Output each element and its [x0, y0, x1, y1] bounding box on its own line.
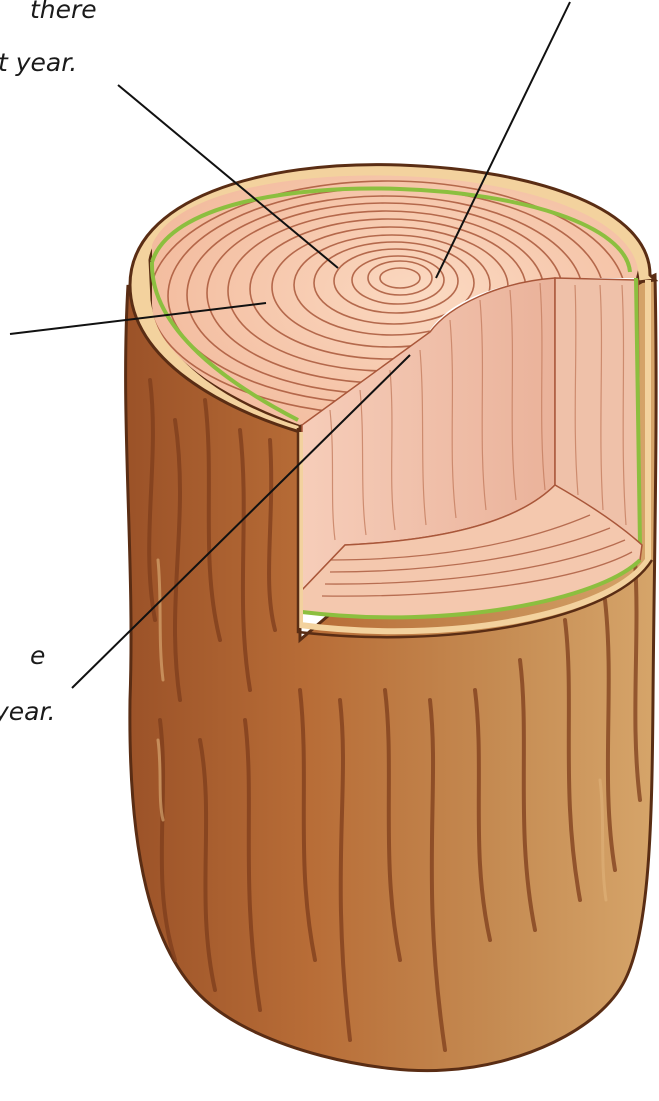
trunk-illustration — [0, 0, 659, 1101]
tree-trunk-diagram: there t year. e year. — [0, 0, 659, 1101]
